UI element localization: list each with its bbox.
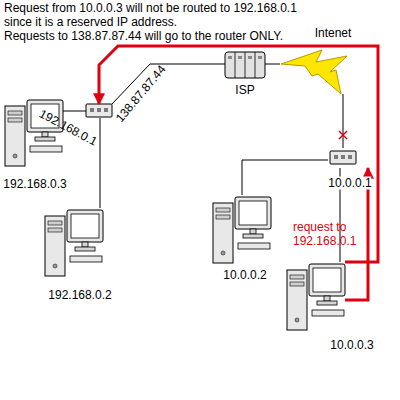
computer-icon <box>45 210 103 276</box>
router-icon <box>86 104 112 117</box>
network-wire <box>100 118 101 208</box>
computer-node: 10.0.0.3 <box>287 262 345 332</box>
isp-node: ISP <box>225 52 265 78</box>
device-label: ISP <box>235 84 254 97</box>
network-wire <box>63 111 86 112</box>
network-wire <box>265 64 280 65</box>
edge-label: request to 192.168.0.1 <box>293 220 365 248</box>
isp-server-body <box>225 52 265 78</box>
computer-node: 10.0.0.2 <box>213 195 271 265</box>
internet-node: Intenet <box>280 48 348 94</box>
isp-server-led <box>228 56 232 59</box>
network-wire <box>242 160 328 195</box>
computer-icon <box>287 264 345 330</box>
blocked-cross-stroke <box>339 131 347 139</box>
isp-server-icon <box>225 52 265 78</box>
isp-server-divider <box>235 52 236 78</box>
note-block: Request from 10.0.0.3 will not be routed… <box>4 1 304 43</box>
ip-label: 192.168.0.3 <box>3 178 66 191</box>
ip-label: 192.168.0.2 <box>48 289 111 302</box>
device-label: Intenet <box>315 27 352 40</box>
computer-icon <box>213 197 271 263</box>
blocked-cross-stroke <box>339 131 347 139</box>
ip-label: 10.0.0.3 <box>330 339 373 352</box>
ip-label: 10.0.0.2 <box>223 269 266 282</box>
network-wire <box>343 94 344 148</box>
ip-label: 192.168.0.1 <box>37 107 99 148</box>
computer-node: 192.168.0.2 <box>45 208 103 278</box>
internet-lightning <box>281 50 347 94</box>
isp-server-divider <box>255 52 256 78</box>
computer-node: 192.168.0.3 <box>5 98 63 168</box>
isp-server-led <box>238 56 242 59</box>
isp-server-divider <box>245 52 246 78</box>
router-icon <box>330 151 356 164</box>
note-text: Request from 10.0.0.3 will not be routed… <box>4 1 304 29</box>
isp-server-led <box>258 56 262 59</box>
isp-server-led <box>248 56 252 59</box>
router-node: 10.0.0.1 <box>328 148 372 168</box>
note-text: Requests to 138.87.87.44 will go to the … <box>4 29 304 43</box>
route-arrow <box>99 46 378 262</box>
computer-icon <box>5 100 63 166</box>
ip-label: 138.87.87.44 <box>113 63 168 125</box>
router-node: 138.87.87.44192.168.0.1 <box>86 104 112 118</box>
ip-label: 10.0.0.1 <box>328 177 371 190</box>
blocked-cross <box>339 131 347 139</box>
